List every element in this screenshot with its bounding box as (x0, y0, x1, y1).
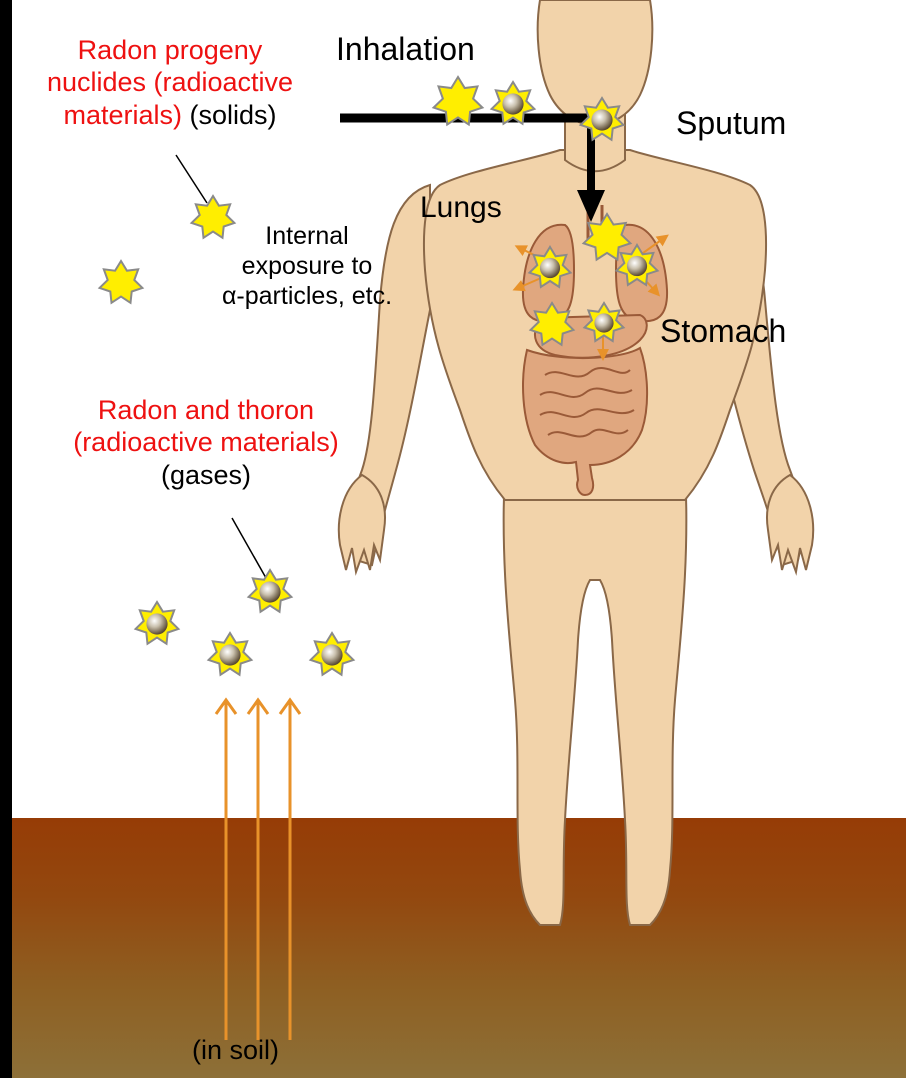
star-with-sphere-icon (249, 570, 292, 612)
label-stomach: Stomach (660, 312, 786, 350)
label-in-soil: (in soil) (192, 1034, 279, 1066)
progeny-line-1: Radon progeny (0, 34, 340, 66)
head (538, 0, 653, 125)
progeny-line-3: materials) (solids) (0, 99, 340, 131)
label-internal-exposure: Internal exposure to α-particles, etc. (182, 221, 432, 311)
internal-line-1: Internal (182, 221, 432, 251)
star-with-sphere-icon (136, 602, 179, 644)
label-lungs: Lungs (420, 190, 502, 226)
radon-line-2: (radioactive materials) (18, 426, 394, 458)
internal-line-2: exposure to (182, 251, 432, 281)
progeny-pointer-line (176, 155, 207, 203)
label-radon-thoron: Radon and thoron (radioactive materials)… (18, 394, 394, 491)
label-inhalation: Inhalation (336, 30, 475, 68)
rising-gas-arrows (216, 700, 300, 1040)
radon-line-3: (gases) (18, 459, 394, 491)
right-hand (767, 475, 813, 572)
progeny-line-3-red: materials) (63, 100, 182, 130)
star-with-sphere-icon (311, 633, 354, 675)
star-with-sphere-icon (209, 633, 252, 675)
legs (504, 470, 687, 925)
label-sputum: Sputum (676, 104, 786, 142)
progeny-line-2: nuclides (radioactive (0, 66, 340, 98)
radon-line-1: Radon and thoron (18, 394, 394, 426)
yellow-star-icon (100, 261, 143, 303)
internal-line-3: α-particles, etc. (182, 281, 432, 311)
progeny-line-3-black: (solids) (182, 100, 277, 130)
label-progeny: Radon progeny nuclides (radioactive mate… (0, 34, 340, 131)
gas-pointer-line (232, 518, 266, 578)
